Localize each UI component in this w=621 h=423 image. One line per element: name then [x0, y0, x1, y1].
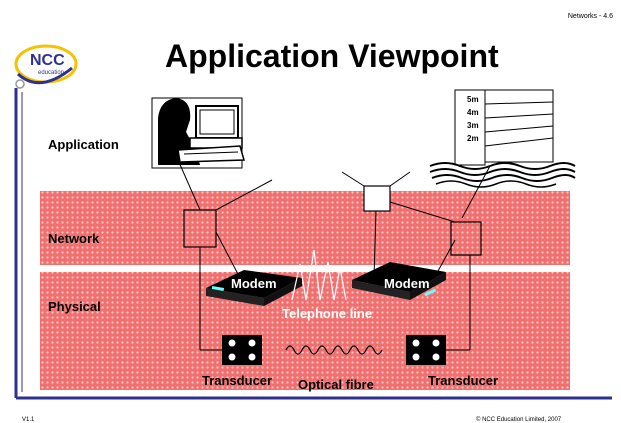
modem-left-icon — [206, 270, 302, 306]
modem-right-icon — [352, 262, 446, 300]
transducer-left-label: Transducer — [202, 373, 273, 388]
optical-fibre-wave — [285, 345, 383, 355]
network-node-left — [183, 209, 217, 248]
transducer-right-icon — [406, 335, 446, 365]
page-title: Application Viewpoint — [165, 38, 499, 74]
network-node-middle — [363, 185, 391, 212]
logo-subtext: education — [38, 70, 65, 76]
logo-text: NCC — [30, 52, 65, 69]
optical-fibre-label: Optical fibre — [298, 377, 374, 392]
depth-mark-5m: 5m — [467, 95, 479, 104]
network-node-right — [450, 221, 482, 256]
ncc-logo — [14, 44, 78, 89]
telephone-line-label: Telephone line — [282, 306, 373, 321]
depth-gauge-icon — [429, 89, 576, 188]
depth-mark-3m: 3m — [467, 121, 479, 130]
header-tag: Networks - 4.6 — [567, 13, 613, 20]
layer-label-application: Application — [48, 137, 119, 152]
depth-mark-4m: 4m — [467, 108, 479, 117]
modem-left-label: Modem — [231, 276, 277, 291]
network-band — [40, 191, 570, 265]
modem-right-label: Modem — [384, 276, 430, 291]
layer-label-network: Network — [48, 231, 100, 246]
footer-copyright: © NCC Education Limited, 2007 — [476, 417, 562, 423]
depth-mark-2m: 2m — [467, 134, 479, 143]
computer-user-icon — [151, 97, 245, 169]
telephone-signal-icon — [291, 249, 347, 301]
footer-version: V1.1 — [22, 417, 35, 423]
connection-lines — [177, 159, 491, 351]
layer-label-physical: Physical — [48, 299, 101, 314]
transducer-left-icon — [222, 335, 262, 365]
transducer-right-label: Transducer — [428, 373, 499, 388]
